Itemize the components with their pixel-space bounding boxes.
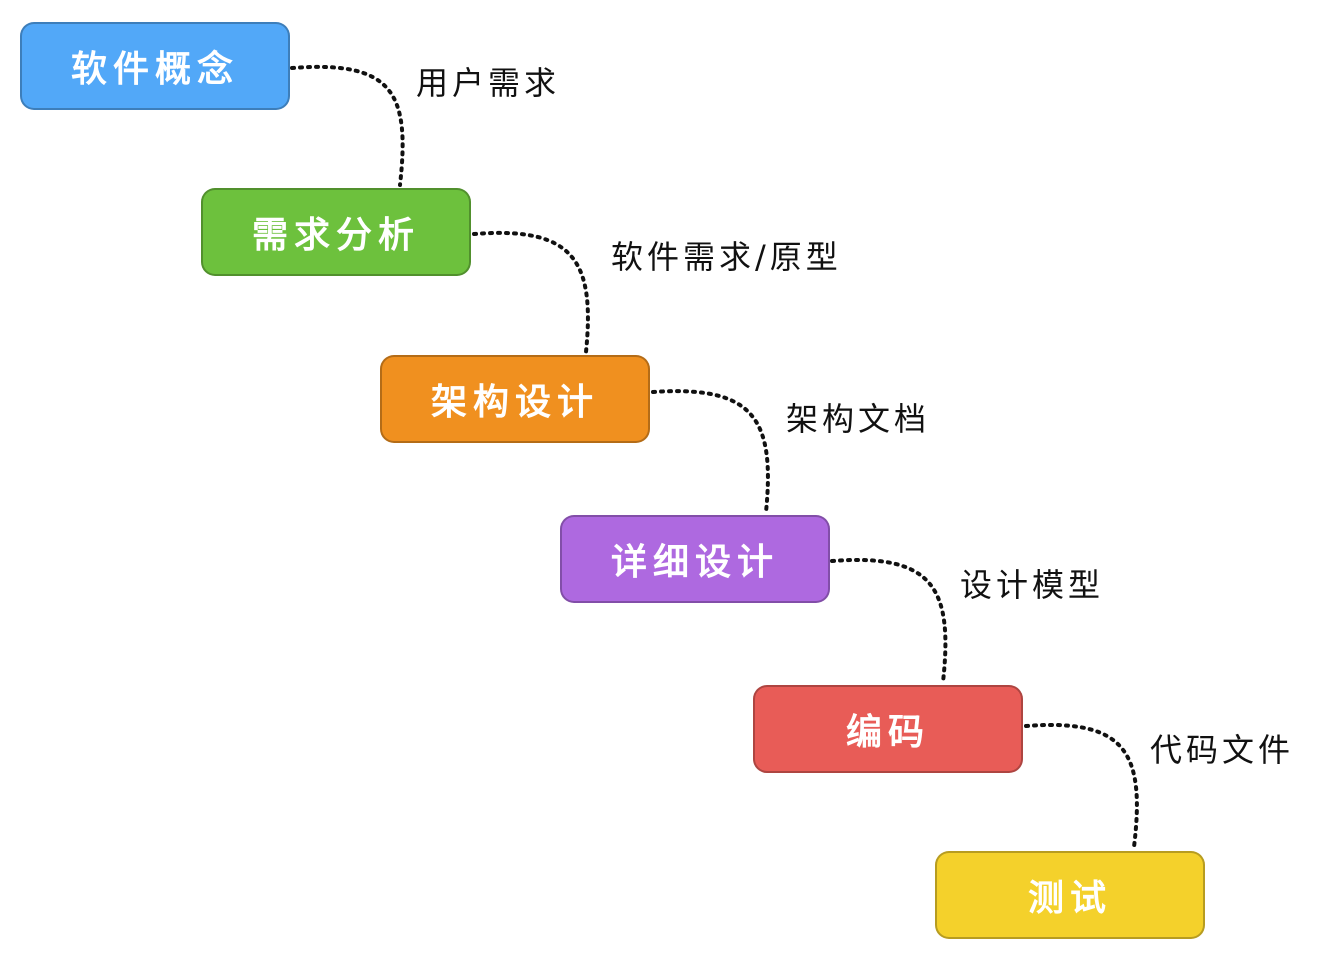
- connector-line-1: [290, 65, 405, 187]
- connector-label-code-files: 代码文件: [1150, 731, 1295, 769]
- connector-label-architecture-document: 架构文档: [786, 400, 931, 438]
- connector-line-3: [651, 389, 770, 514]
- connector-label-design-model: 设计模型: [960, 566, 1105, 604]
- stage-software-concept: 软件概念: [20, 22, 290, 110]
- stage-testing: 测试: [935, 851, 1205, 939]
- connector-line-2: [472, 231, 590, 354]
- connector-label-software-requirements: 软件需求/原型: [611, 238, 842, 276]
- connector-line-5: [1024, 723, 1139, 849]
- stage-coding: 编码: [753, 685, 1023, 773]
- connector-label-user-requirements: 用户需求: [416, 64, 561, 102]
- stage-requirements-analysis: 需求分析: [201, 188, 471, 276]
- stage-architecture-design: 架构设计: [380, 355, 650, 443]
- stage-detailed-design: 详细设计: [560, 515, 830, 603]
- connector-line-4: [830, 558, 948, 684]
